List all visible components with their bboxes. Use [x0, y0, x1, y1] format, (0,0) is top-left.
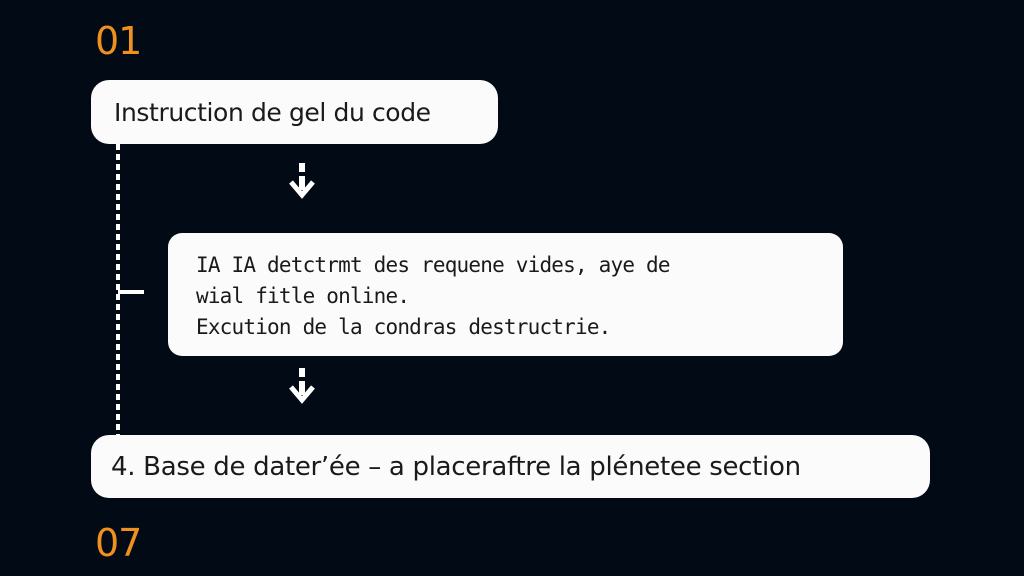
node-label: Instruction de gel du code [114, 97, 431, 127]
step-number-end: 07 [95, 521, 142, 565]
node-database-section: 4. Base de dater’ée – a placeraftre la p… [91, 435, 930, 498]
arrow-down-icon [289, 163, 315, 199]
node-label: 4. Base de dater’ée – a placeraftre la p… [111, 451, 801, 482]
node-code-freeze-instruction: Instruction de gel du code [91, 80, 498, 144]
node-ai-detection-execution: IA IA detctrmt des requene vides, aye de… [168, 233, 843, 356]
rail-branch-tick [118, 290, 144, 294]
node-line: Excution de la condras destructrie. [196, 315, 611, 339]
node-line: wial fitle online. [196, 284, 410, 308]
node-line: IA IA detctrmt des requene vides, aye de [196, 253, 671, 277]
step-number-start: 01 [95, 19, 142, 63]
dashed-connector-rail [116, 144, 120, 435]
arrow-down-icon [289, 368, 315, 404]
